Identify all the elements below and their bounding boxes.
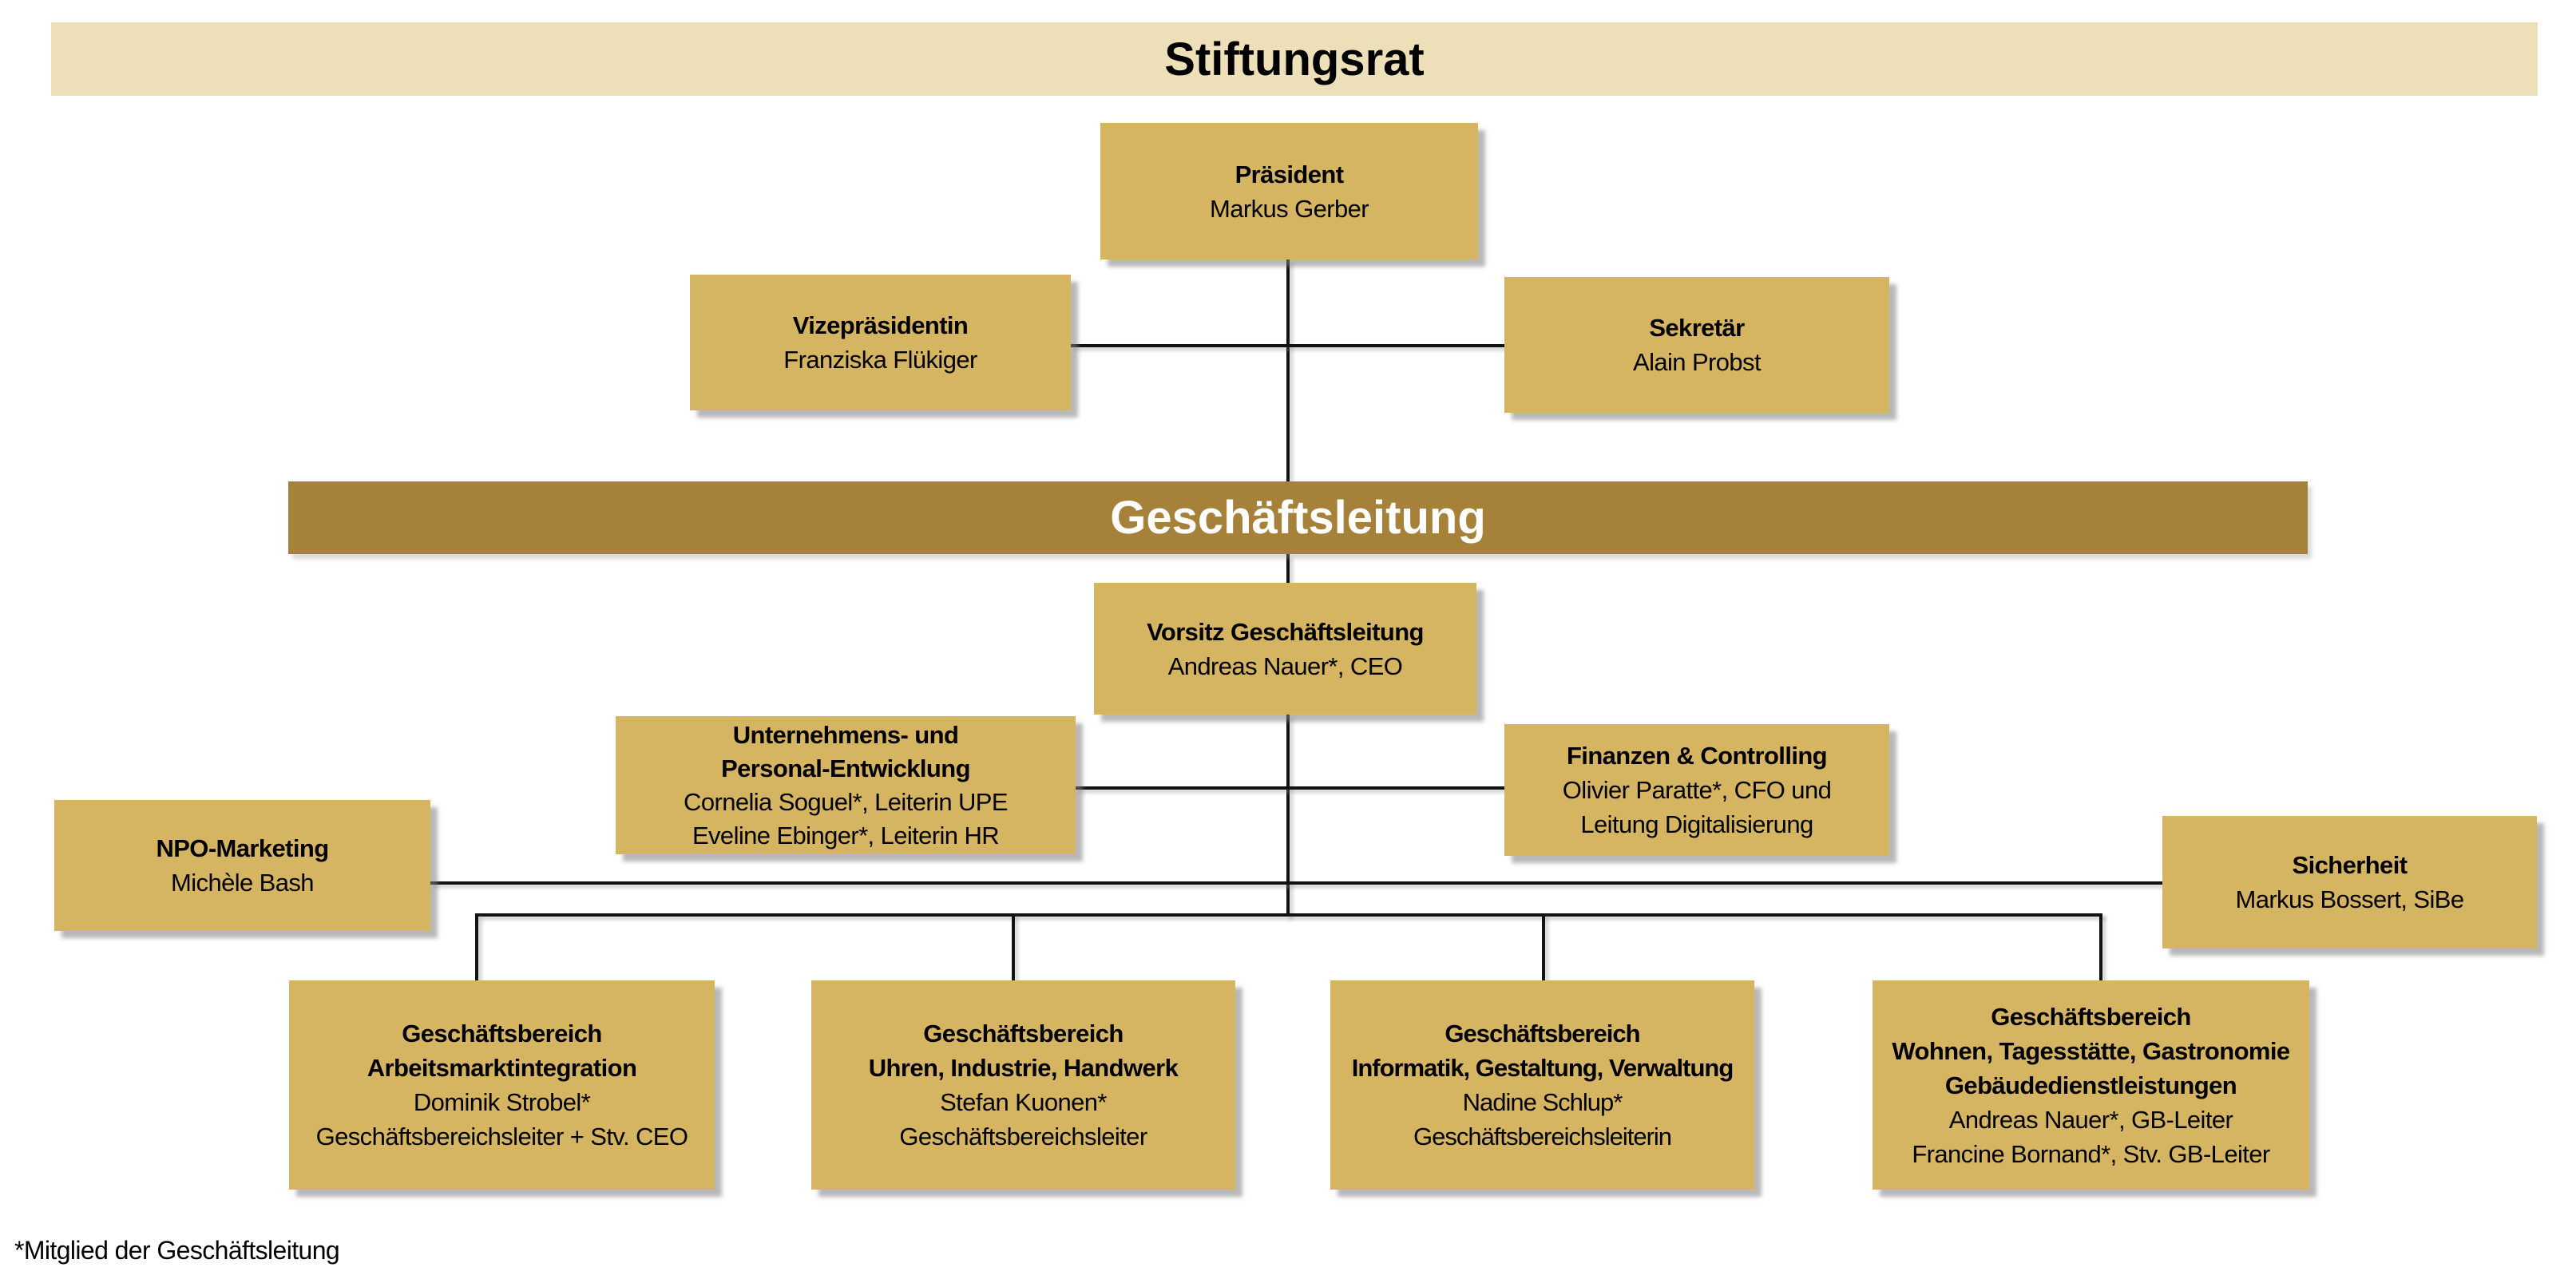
box-person-line: Stefan Kuonen* bbox=[940, 1088, 1107, 1116]
box-title-line: Vorsitz Geschäftsleitung bbox=[1147, 617, 1424, 646]
box-person-line: Franziska Flükiger bbox=[783, 346, 977, 374]
connector-gl-to-vorsitz bbox=[1286, 554, 1290, 584]
box-title-line: Unternehmens- und bbox=[732, 720, 959, 749]
box-person-line: Alain Probst bbox=[1633, 348, 1762, 376]
box-title-line: NPO-Marketing bbox=[156, 834, 329, 862]
box-person-line: Andreas Nauer*, CEO bbox=[1167, 651, 1403, 680]
box-person-line: Leitung Digitalisierung bbox=[1580, 810, 1813, 838]
box-person-line: Olivier Paratte*, CFO und bbox=[1562, 776, 1832, 804]
org-box-vorsitz-geschaeftsleitung: Vorsitz Geschäftsleitung Andreas Nauer*,… bbox=[1094, 583, 1476, 715]
connector-upe-finanzen bbox=[1076, 786, 1506, 790]
box-person-line: Geschäftsbereichsleiter + Stv. CEO bbox=[315, 1123, 688, 1150]
banner-stiftungsrat-label: Stiftungsrat bbox=[1164, 33, 1425, 85]
connector-drop-gb4 bbox=[2099, 913, 2102, 982]
org-box-gb-informatik-gestaltung-verwaltung: Geschäftsbereich Informatik, Gestaltung,… bbox=[1330, 980, 1754, 1190]
footnote-mitglied-geschaeftsleitung: *Mitglied der Geschäftsleitung bbox=[14, 1236, 340, 1265]
box-title-line: Personal-Entwicklung bbox=[721, 754, 970, 782]
box-person-line: Andreas Nauer*, GB-Leiter bbox=[1948, 1105, 2233, 1134]
box-person-line: Eveline Ebinger*, Leiterin HR bbox=[692, 821, 1000, 849]
connector-praesident-to-gl bbox=[1286, 259, 1290, 483]
box-person-line: Michèle Bash bbox=[171, 869, 315, 897]
box-title-line: Uhren, Industrie, Handwerk bbox=[868, 1054, 1179, 1082]
banner-geschaeftsleitung-label: Geschäftsleitung bbox=[1110, 492, 1486, 544]
connector-drop-gb2 bbox=[1012, 913, 1015, 982]
box-title-line: Arbeitsmarktintegration bbox=[367, 1054, 637, 1082]
box-person-line: Dominik Strobel* bbox=[413, 1088, 591, 1116]
box-title-line: Finanzen & Controlling bbox=[1566, 742, 1828, 770]
box-person-line: Cornelia Soguel*, Leiterin UPE bbox=[684, 787, 1009, 816]
box-title-line: Geschäftsbereich bbox=[402, 1020, 602, 1047]
banner-geschaeftsleitung: Geschäftsleitung bbox=[288, 481, 2308, 554]
connector-drop-gb1 bbox=[475, 913, 478, 982]
org-box-npo-marketing: NPO-Marketing Michèle Bash bbox=[54, 800, 430, 931]
org-box-vizepraesidentin: Vizepräsidentin Franziska Flükiger bbox=[690, 275, 1071, 410]
org-box-gb-uhren-industrie-handwerk: Geschäftsbereich Uhren, Industrie, Handw… bbox=[811, 980, 1235, 1190]
org-box-sicherheit: Sicherheit Markus Bossert, SiBe bbox=[2162, 816, 2537, 948]
connector-vorsitz-to-bottom bbox=[1286, 715, 1290, 917]
connector-vize-sekretaer bbox=[1071, 344, 1506, 347]
box-title-line: Geschäftsbereich bbox=[923, 1020, 1124, 1047]
box-title-line: Wohnen, Tagesstätte, Gastronomie bbox=[1892, 1036, 2290, 1065]
org-box-gb-wohnen-tagesstaette-gastronomie: Geschäftsbereich Wohnen, Tagesstätte, Ga… bbox=[1873, 980, 2309, 1190]
org-box-unternehmens-personal-entwicklung: Unternehmens- und Personal-Entwicklung C… bbox=[616, 716, 1076, 854]
org-box-gb-arbeitsmarktintegration: Geschäftsbereich Arbeitsmarktintegration… bbox=[289, 980, 715, 1190]
connector-drop-gb3 bbox=[1542, 913, 1545, 982]
connector-distribution-bar bbox=[475, 913, 2102, 917]
org-box-praesident: Präsident Markus Gerber bbox=[1100, 123, 1478, 259]
box-title-line: Sekretär bbox=[1649, 314, 1745, 342]
box-person-line: Geschäftsbereichsleiter bbox=[899, 1123, 1147, 1150]
org-box-sekretaer: Sekretär Alain Probst bbox=[1504, 277, 1889, 413]
box-person-line: Markus Gerber bbox=[1210, 194, 1369, 223]
banner-stiftungsrat: Stiftungsrat bbox=[51, 22, 2538, 96]
box-title-line: Gebäudedienstleistungen bbox=[1944, 1071, 2237, 1099]
box-title-line: Sicherheit bbox=[2292, 851, 2408, 879]
box-person-line: Francine Bornand*, Stv. GB-Leiter bbox=[1912, 1139, 2270, 1168]
box-title-line: Vizepräsidentin bbox=[792, 311, 969, 339]
box-title-line: Informatik, Gestaltung, Verwaltung bbox=[1351, 1054, 1734, 1082]
connector-npo-sicherheit bbox=[430, 881, 2164, 885]
box-title-line: Geschäftsbereich bbox=[1991, 1002, 2191, 1031]
box-person-line: Markus Bossert, SiBe bbox=[2235, 885, 2464, 913]
box-title-line: Präsident bbox=[1234, 160, 1344, 188]
box-person-line: Nadine Schlup* bbox=[1462, 1088, 1623, 1116]
box-title-line: Geschäftsbereich bbox=[1445, 1020, 1640, 1047]
org-box-finanzen-controlling: Finanzen & Controlling Olivier Paratte*,… bbox=[1504, 724, 1889, 856]
box-person-line: Geschäftsbereichsleiterin bbox=[1413, 1123, 1672, 1150]
